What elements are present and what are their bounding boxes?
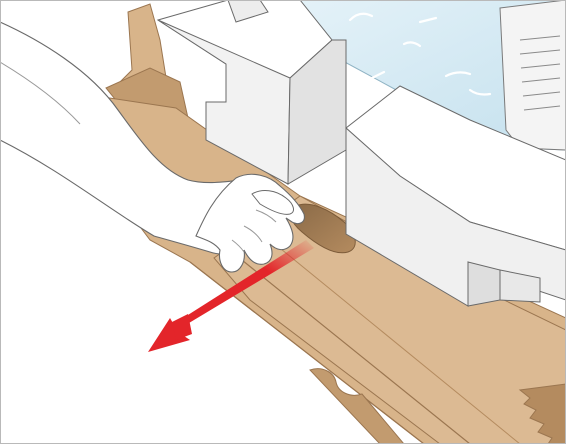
device-side-panel (500, 0, 566, 150)
foam-right-notch (468, 262, 500, 306)
